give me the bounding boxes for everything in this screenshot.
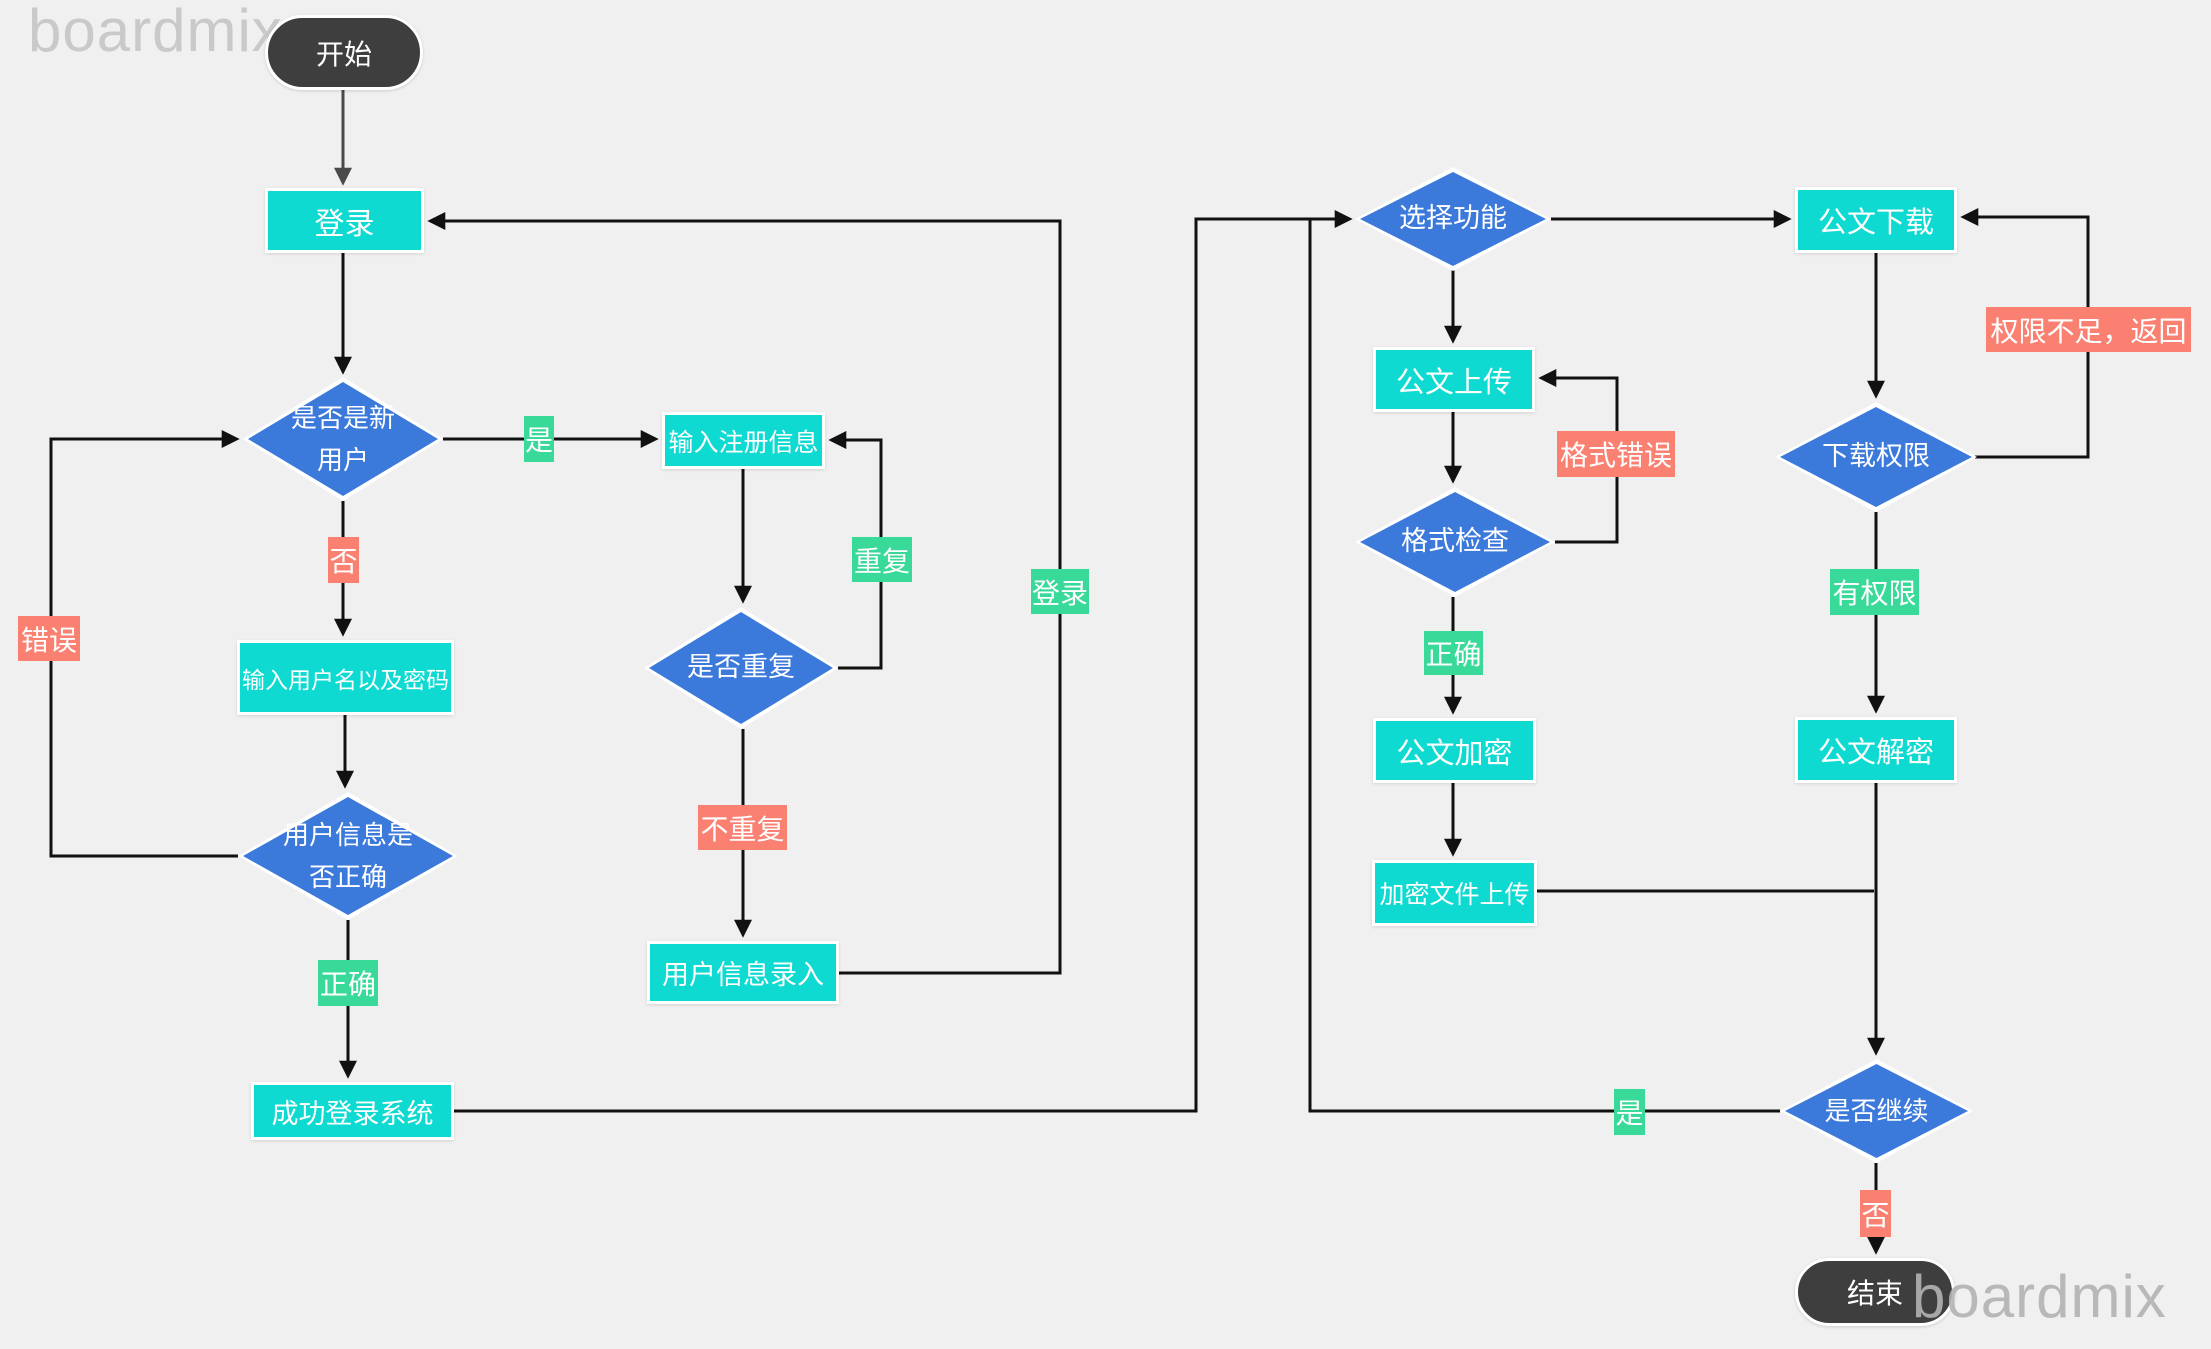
node-format-check[interactable]: 格式检查 (1355, 487, 1555, 597)
node-user-info-correct[interactable]: 用户信息是 否正确 (238, 792, 458, 920)
node-download-permission[interactable]: 下载权限 (1775, 402, 1977, 512)
node-doc-upload[interactable]: 公文上传 (1373, 347, 1535, 412)
connector-loginsuccess-selectfunction (454, 210, 1353, 1113)
node-login[interactable]: 登录 (265, 188, 424, 253)
node-label: 加密文件上传 (1379, 881, 1530, 909)
node-enter-register-info[interactable]: 输入注册信息 (662, 412, 825, 469)
edge-label-login-return[interactable]: 登录 (1031, 569, 1089, 614)
node-label: 公文下载 (1817, 207, 1934, 239)
node-label: 公文上传 (1395, 366, 1512, 399)
edge-label-no-permission-return[interactable]: 权限不足，返回 (1986, 307, 2191, 352)
edge-label-yes-continue[interactable]: 是 (1614, 1089, 1645, 1135)
node-select-function[interactable]: 选择功能 (1355, 167, 1551, 271)
node-label: 是否重复 (687, 652, 795, 683)
node-start[interactable]: 开始 (265, 15, 423, 90)
node-is-new-user[interactable]: 是否是新 用户 (243, 377, 443, 501)
node-enter-username-password[interactable]: 输入用户名以及密码 (237, 640, 454, 715)
edge-label-not-duplicate[interactable]: 不重复 (698, 805, 787, 850)
boardmix-watermark-bottom-right: boardmix (1912, 1263, 2167, 1330)
edge-label-duplicate[interactable]: 重复 (852, 537, 912, 582)
edge-label-no-new-user[interactable]: 否 (328, 537, 359, 583)
connector-userinfoentry-login (427, 212, 1062, 975)
node-label: 用户信息录入 (662, 960, 824, 990)
node-encrypted-file-upload[interactable]: 加密文件上传 (1372, 860, 1537, 926)
node-user-info-entry[interactable]: 用户信息录入 (647, 941, 839, 1004)
node-label: 登录 (314, 207, 375, 241)
node-end[interactable]: 结束 (1795, 1258, 1955, 1326)
node-label: 输入用户名以及密码 (242, 666, 449, 693)
node-label: 是否继续 (1824, 1095, 1929, 1126)
node-doc-decrypt[interactable]: 公文解密 (1795, 717, 1957, 783)
boardmix-watermark-top-left: boardmix (28, 0, 283, 64)
node-continue[interactable]: 是否继续 (1780, 1059, 1973, 1163)
node-label: 用户信息是 否正确 (282, 819, 413, 892)
node-label: 开始 (315, 38, 372, 70)
node-doc-encrypt[interactable]: 公文加密 (1373, 718, 1536, 783)
node-label: 输入注册信息 (668, 428, 819, 457)
node-label: 成功登录系统 (271, 1098, 434, 1129)
node-login-success[interactable]: 成功登录系统 (251, 1082, 454, 1140)
node-doc-download[interactable]: 公文下载 (1795, 187, 1957, 253)
node-label: 是否是新 用户 (290, 402, 395, 475)
edge-label-error[interactable]: 错误 (18, 616, 80, 661)
node-label: 公文解密 (1817, 737, 1934, 769)
node-label: 选择功能 (1399, 203, 1507, 234)
edge-label-correct-format[interactable]: 正确 (1424, 631, 1483, 675)
node-label: 格式检查 (1401, 526, 1509, 557)
node-label: 结束 (1846, 1278, 1903, 1309)
node-is-duplicate[interactable]: 是否重复 (644, 607, 838, 729)
edge-label-no-continue[interactable]: 否 (1860, 1190, 1891, 1237)
edge-label-correct-login[interactable]: 正确 (318, 960, 378, 1006)
edge-label-has-permission[interactable]: 有权限 (1830, 569, 1919, 615)
node-label: 公文加密 (1396, 737, 1513, 770)
edge-label-yes-new-user[interactable]: 是 (524, 416, 554, 462)
node-label: 下载权限 (1822, 441, 1930, 472)
edge-label-format-error[interactable]: 格式错误 (1557, 431, 1675, 477)
